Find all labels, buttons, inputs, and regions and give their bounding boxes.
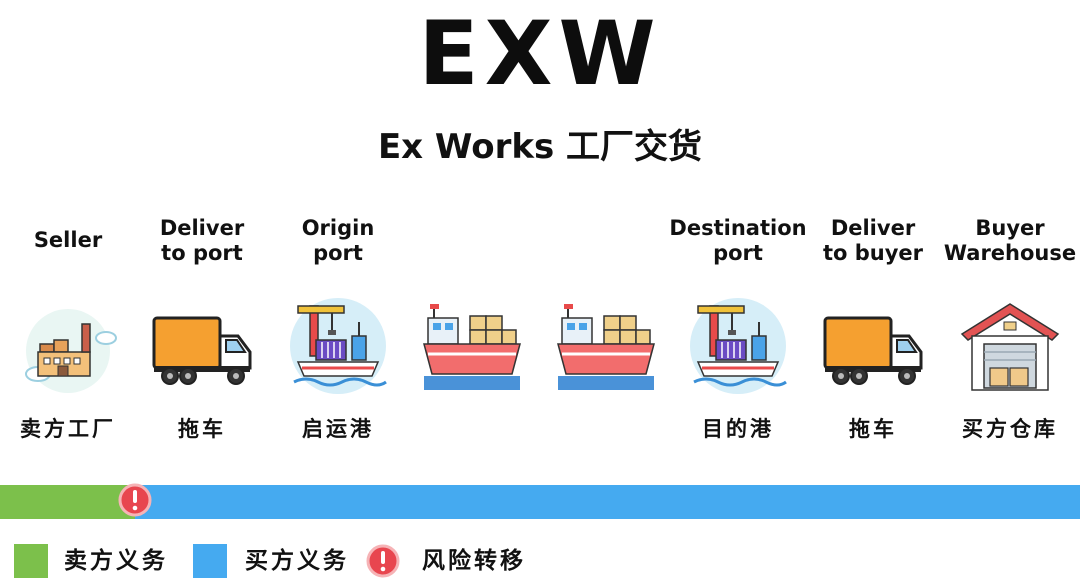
stage-label: Destination port [669, 216, 807, 265]
truck-icon [823, 316, 923, 385]
stage-label: Seller [33, 228, 103, 252]
truck-icon [152, 316, 252, 385]
stage-label: Buyer Warehouse [943, 216, 1077, 265]
stage-label-cn: 拖车 [178, 417, 226, 441]
port-crane-icon [290, 298, 387, 394]
legend: 卖方义务 买方义务 风险转移 [0, 540, 1080, 580]
warehouse-icon [960, 303, 1060, 391]
stage-label-cn: 拖车 [849, 417, 897, 441]
stage-label: Deliver to buyer [822, 216, 924, 265]
seller-obligation-swatch [14, 544, 48, 578]
stage-label-cn: 卖方工厂 [20, 417, 116, 441]
legend-label-risk: 风险转移 [422, 548, 526, 574]
cargo-ship-icon [423, 304, 521, 390]
risk-transfer-icon [366, 544, 400, 578]
buyer-obligation-swatch [193, 544, 227, 578]
legend-item-seller: 卖方义务 [14, 540, 184, 580]
cargo-ship-icon [557, 304, 655, 390]
seller-obligation-segment [0, 485, 135, 519]
stage-label-cn: 买方仓库 [962, 417, 1058, 441]
legend-label-buyer: 买方义务 [245, 548, 349, 574]
factory-icon [25, 309, 117, 393]
legend-item-risk: 风险转移 [366, 540, 566, 580]
port-crane-icon [690, 298, 787, 394]
legend-label-seller: 卖方义务 [64, 548, 168, 574]
stage-label-cn: 目的港 [702, 417, 774, 441]
stage-label: Deliver to port [159, 216, 245, 265]
obligation-bar [0, 485, 1080, 519]
stage-label: Origin port [301, 216, 375, 265]
page-subtitle: Ex Works 工厂交货 [377, 127, 703, 167]
page-title: EXW [418, 2, 662, 105]
stage-label-cn: 启运港 [302, 417, 374, 441]
legend-item-buyer: 买方义务 [193, 540, 363, 580]
risk-transfer-marker-icon [118, 483, 152, 517]
